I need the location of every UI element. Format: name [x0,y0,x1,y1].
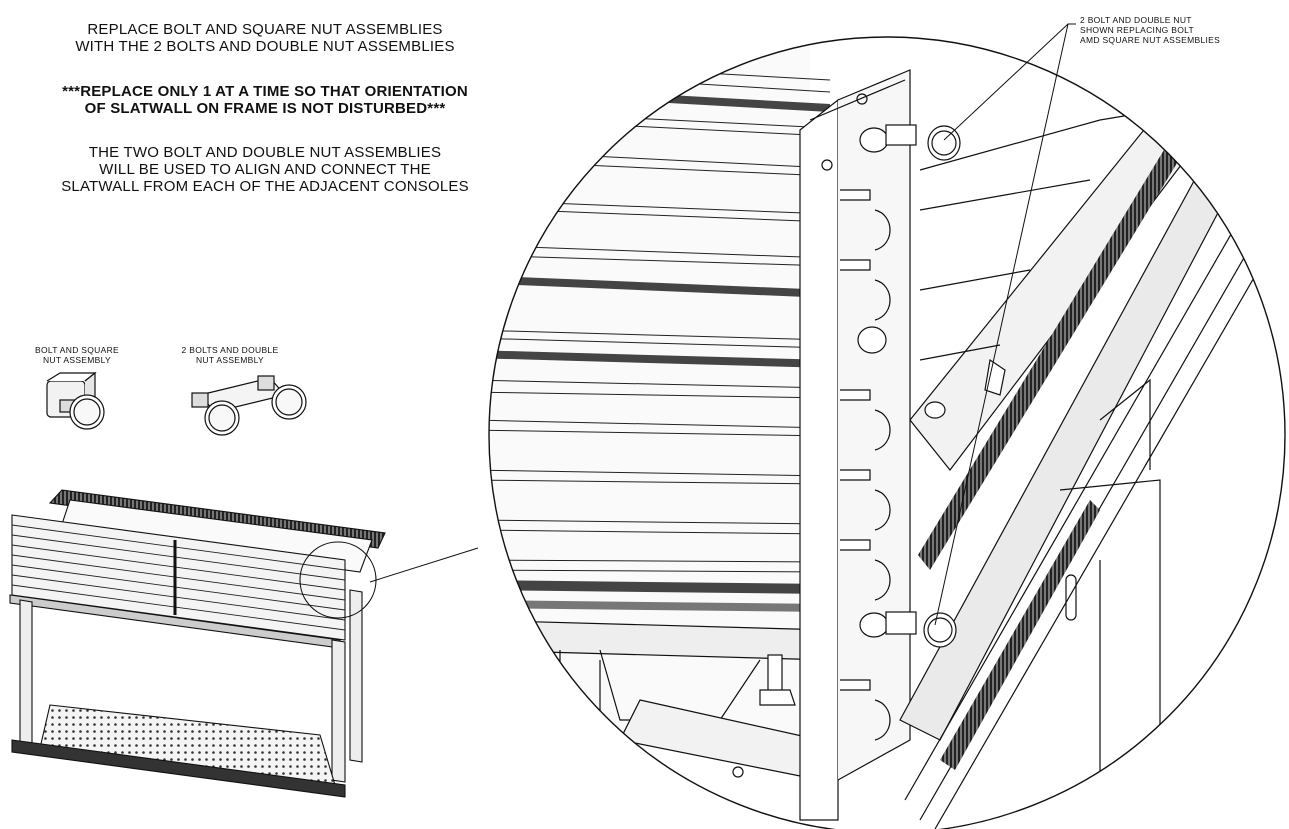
console-frame-overview [9,489,386,798]
warning-line-1: ***REPLACE ONLY 1 AT A TIME SO THAT ORIE… [62,83,468,100]
slatwall-panels [489,37,831,781]
callout-label-1: 2 BOLT AND DOUBLE NUT [1080,15,1192,25]
detail-view [488,36,1286,829]
double-nut-label-1: 2 BOLTS AND DOUBLE [181,345,279,355]
callout-label-3: AMD SQUARE NUT ASSEMBLIES [1080,34,1221,45]
note-line-2: WILL BE USED TO ALIGN AND CONNECT THE [99,160,431,178]
double-nut-label-2: NUT ASSEMBLY [195,354,264,365]
callout-label-2: SHOWN REPLACING BOLT [1080,24,1194,35]
warning-line-2: OF SLATWALL ON FRAME IS NOT DISTURBED*** [84,99,446,117]
square-nut-label: BOLT AND SQUARE NUT ASSEMBLY [22,345,132,366]
note-text: THE TWO BOLT AND DOUBLE NUT ASSEMBLIES W… [0,144,530,195]
note-line-3: SLATWALL FROM EACH OF THE ADJACENT CONSO… [61,177,469,195]
diagonal-frame-rail [899,109,1271,829]
callout-label: 2 BOLT AND DOUBLE NUT SHOWN REPLACING BO… [1080,15,1280,45]
instruction-text: REPLACE BOLT AND SQUARE NUT ASSEMBLIES W… [0,21,530,56]
bolt-square-nut-part [46,371,105,430]
square-nut-label-2: NUT ASSEMBLY [42,354,111,365]
double-nut-part [191,375,307,436]
note-line-1: THE TWO BOLT AND DOUBLE NUT ASSEMBLIES [88,144,442,161]
instruction-line-2: WITH THE 2 BOLTS AND DOUBLE NUT ASSEMBLI… [75,37,455,55]
vertical-bracket [732,69,911,821]
instruction-line-1: REPLACE BOLT AND SQUARE NUT ASSEMBLIES [87,21,443,38]
callout-leaders [369,23,1076,626]
double-nut-label: 2 BOLTS AND DOUBLE NUT ASSEMBLY [170,345,290,366]
warning-text: ***REPLACE ONLY 1 AT A TIME SO THAT ORIE… [0,83,530,118]
square-nut-label-1: BOLT AND SQUARE [34,345,119,355]
bolt-assemblies [759,124,1006,706]
